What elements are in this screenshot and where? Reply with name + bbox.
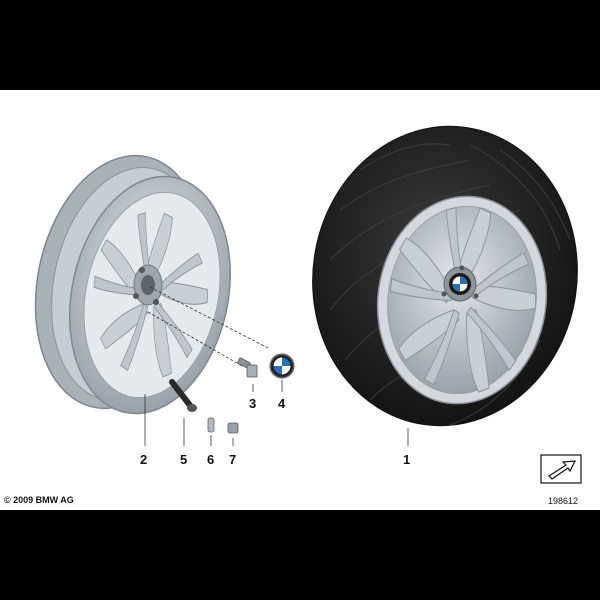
valve-cap — [227, 422, 239, 434]
callout-7: 7 — [229, 452, 236, 467]
callout-3: 3 — [249, 396, 256, 411]
hub-cap-emblem — [269, 353, 295, 379]
tire-valve — [169, 379, 197, 412]
bmw-logo-icon — [449, 273, 471, 295]
valve-insert — [207, 417, 215, 433]
copyright-text: © 2009 BMW AG — [4, 495, 74, 505]
nav-arrow-icon[interactable] — [540, 454, 582, 484]
wheel-exploded-diagram: 1 2 3 4 5 6 7 — [34, 125, 582, 484]
callout-4: 4 — [278, 396, 286, 411]
complete-wheel — [312, 125, 578, 427]
callout-6: 6 — [207, 452, 214, 467]
loose-rim — [34, 154, 232, 415]
callout-2: 2 — [140, 452, 147, 467]
diagram-panel: 1 2 3 4 5 6 7 © 2009 BMW AG 198612 — [0, 90, 600, 510]
callout-1: 1 — [403, 452, 410, 467]
document-number: 198612 — [548, 496, 579, 506]
wheel-bolt — [237, 357, 258, 378]
leader-lines — [144, 286, 409, 446]
callout-5: 5 — [180, 452, 187, 467]
